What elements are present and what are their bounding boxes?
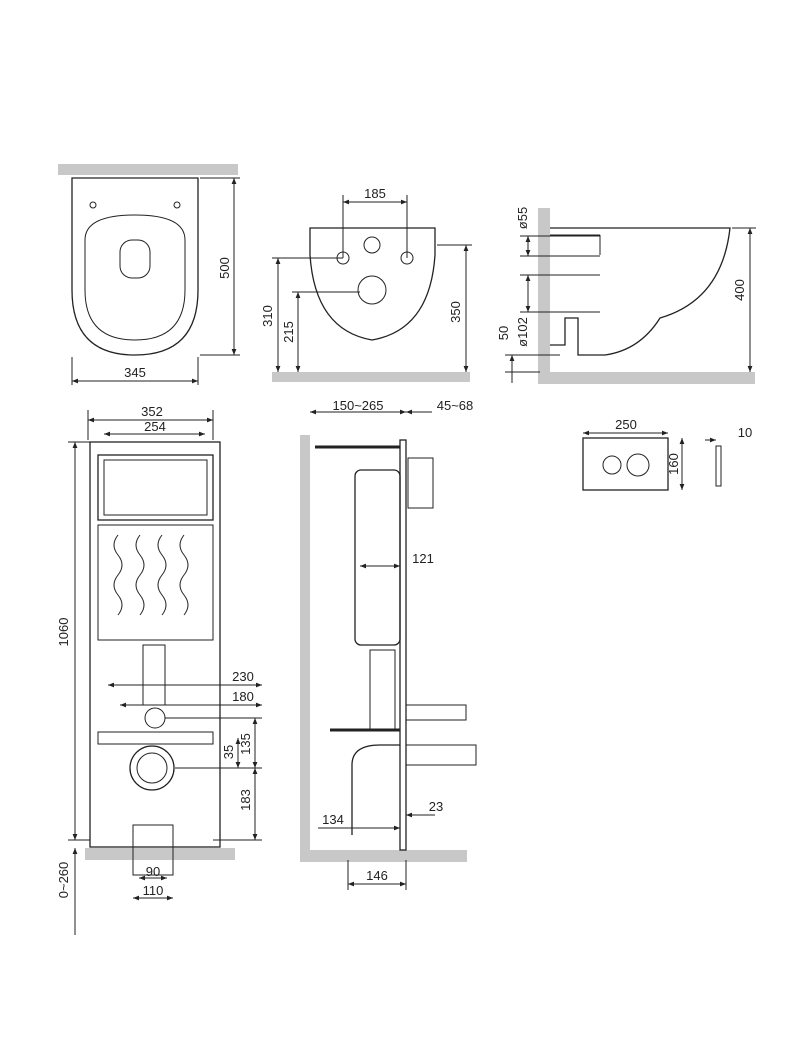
dim-pipe-inner: 90: [146, 864, 160, 879]
seat-outline: [84, 214, 186, 341]
dim-button-thickness: 10: [738, 425, 752, 440]
dim-outlet-height: 215: [281, 321, 296, 343]
flush-button-view: 250 160 10: [582, 417, 752, 491]
dim-height: 350: [448, 301, 463, 323]
dim-leg-adjust: 0~260: [56, 862, 71, 899]
bowl-front: [309, 227, 436, 341]
seat-hinge: [119, 239, 151, 279]
dim-floor-offset: 50: [496, 326, 511, 340]
dim-135: 135: [238, 733, 253, 755]
bowl-side: [550, 227, 731, 356]
side-view: ø55 ø102 50 400: [496, 207, 756, 384]
dim-depth-range: 150~265: [333, 398, 384, 413]
wall: [58, 164, 238, 175]
dim-146: 146: [366, 868, 388, 883]
dim-outlet-diameter: ø102: [515, 317, 530, 347]
dim-frame-width: 352: [141, 404, 163, 419]
dim-height-side: 400: [732, 279, 747, 301]
frame-front-view: 352 254 1060 0~260 230 180 35 135 183 90…: [56, 404, 262, 935]
front-view: 185 310 215 350: [260, 186, 472, 382]
dim-panel-range: 45~68: [437, 398, 474, 413]
dim-180: 180: [232, 689, 254, 704]
dim-inner-width: 254: [144, 419, 166, 434]
dim-length: 500: [217, 257, 232, 279]
dim-134: 134: [322, 812, 344, 827]
dim-width: 345: [124, 365, 146, 380]
dim-230: 230: [232, 669, 254, 684]
dim-mount-spacing: 185: [364, 186, 386, 201]
dim-button-width: 250: [615, 417, 637, 432]
dim-mount-height: 310: [260, 305, 275, 327]
dim-121: 121: [412, 551, 434, 566]
dim-button-height: 160: [666, 453, 681, 475]
frame-side-view: 150~265 45~68 121 134 23 146: [300, 398, 477, 890]
dim-inlet-diameter: ø55: [515, 207, 530, 229]
dim-23: 23: [429, 799, 443, 814]
dim-pipe-outer: 110: [143, 883, 164, 898]
bowl-outline: [71, 177, 199, 356]
floor: [272, 372, 470, 382]
dim-183: 183: [238, 789, 253, 811]
dim-35: 35: [221, 745, 236, 759]
top-view: 500 345: [58, 164, 240, 385]
dim-frame-height: 1060: [56, 618, 71, 647]
